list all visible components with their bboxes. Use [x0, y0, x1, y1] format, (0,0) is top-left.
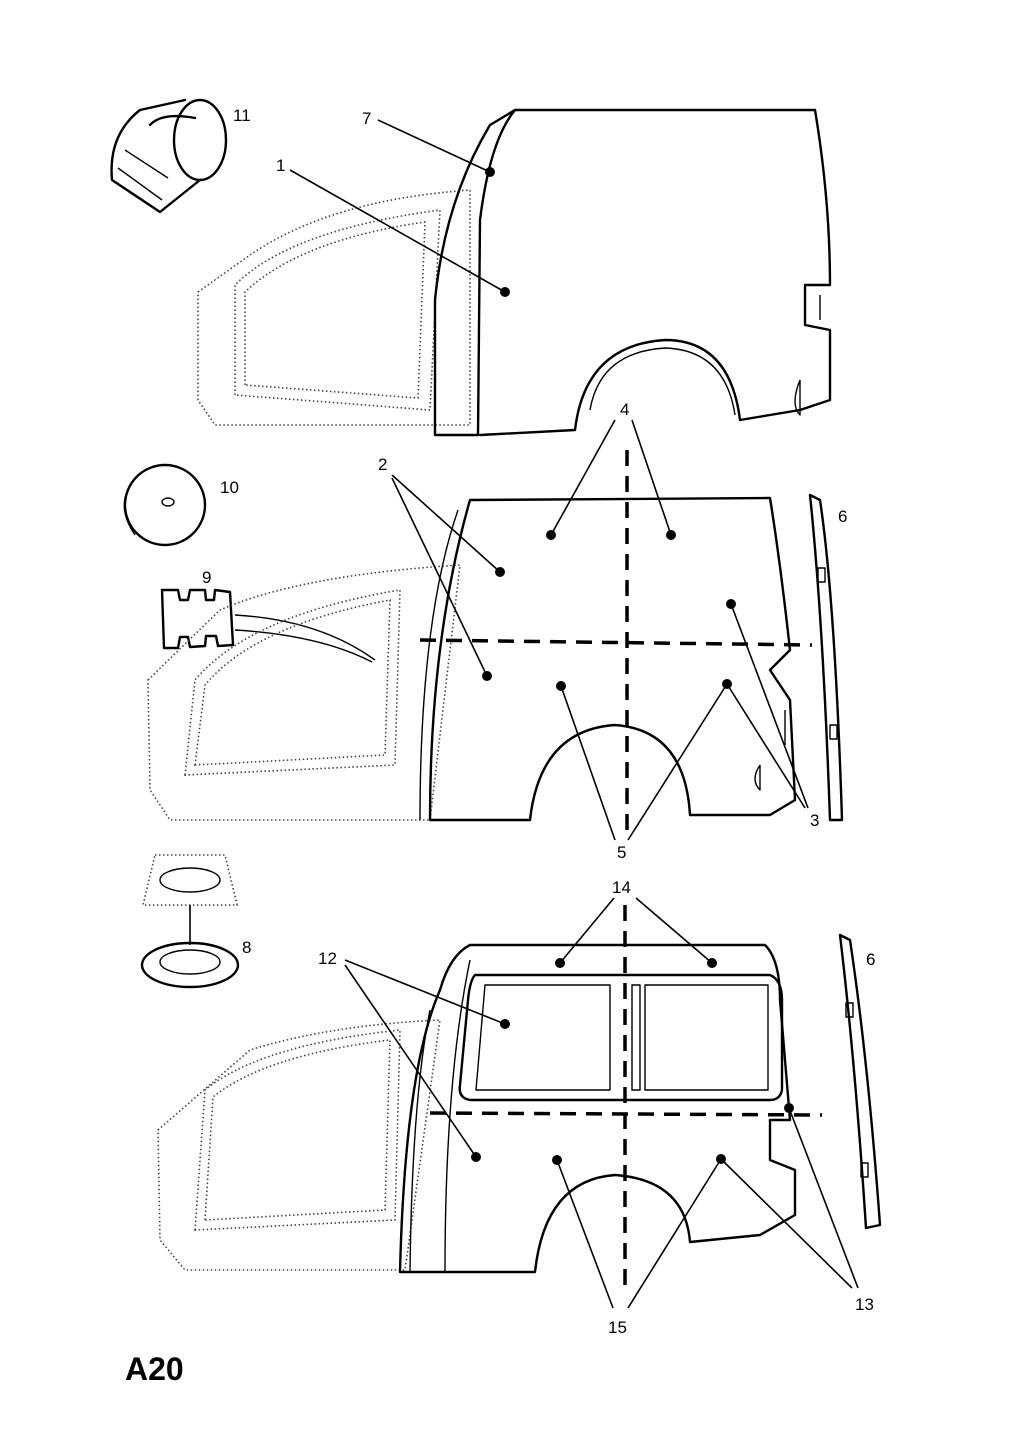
callout-15: 15	[608, 1318, 627, 1337]
callout-8: 8	[242, 938, 251, 957]
bottom-front-body-outline	[157, 1019, 441, 1271]
bottom-panel-drawing	[140, 854, 882, 1285]
bottom-callouts: 8 14 6 12 13 15	[242, 878, 875, 1337]
callout-14: 14	[612, 878, 631, 897]
callout-10: 10	[220, 478, 239, 497]
middle-callouts: 10 9 4 2 6 3 5	[202, 400, 847, 862]
top-callouts: 11 7 1	[233, 106, 510, 297]
callout-2: 2	[378, 455, 387, 474]
callout-11: 11	[233, 106, 251, 125]
callout-12: 12	[318, 949, 337, 968]
top-panel-drawing	[110, 98, 832, 437]
part-12-side-panel	[398, 943, 797, 1274]
part-1-side-panel	[478, 108, 832, 437]
callout-6-middle: 6	[838, 507, 847, 526]
part-11-filler-housing	[110, 98, 228, 214]
callout-1: 1	[276, 156, 285, 175]
window-frame	[458, 973, 784, 1102]
top-front-body-outline	[197, 189, 471, 426]
callout-7: 7	[362, 109, 371, 128]
middle-front-body-outline	[147, 564, 461, 821]
part-6-strip-bottom	[838, 933, 882, 1230]
page-code: A20	[125, 1351, 184, 1387]
callout-9: 9	[202, 568, 211, 587]
callout-6-bottom: 6	[866, 950, 875, 969]
part-7-pillar-strip	[433, 108, 517, 437]
part-10-cap	[123, 463, 207, 547]
part-8-seal-ring	[140, 854, 240, 989]
part-2-side-panel	[428, 496, 797, 822]
callout-13: 13	[855, 1295, 874, 1314]
callout-5: 5	[617, 843, 626, 862]
middle-panel-drawing	[123, 450, 844, 830]
callout-4: 4	[620, 400, 629, 419]
part-6-strip	[808, 493, 844, 822]
part-9-plate	[160, 588, 235, 650]
callout-3: 3	[810, 811, 819, 830]
